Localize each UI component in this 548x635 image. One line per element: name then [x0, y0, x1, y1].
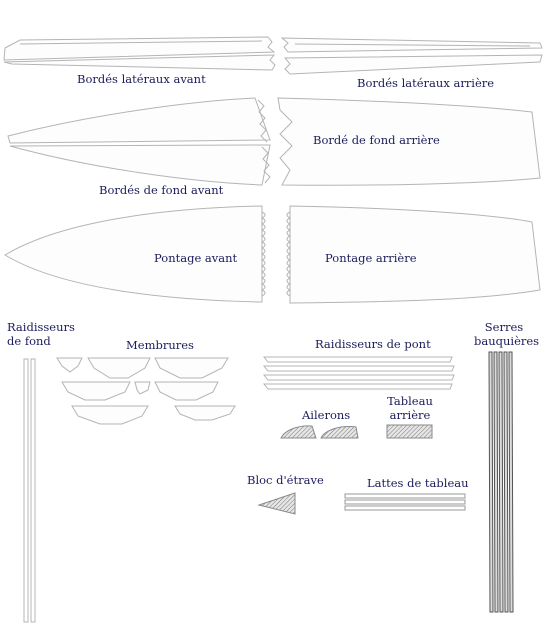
bordes-fond-avant-shape: [7, 97, 271, 186]
label-membrures: Membrures: [126, 338, 194, 352]
label-bordes-fond-avant: Bordés de fond avant: [99, 183, 224, 197]
ailerons-shape: [280, 425, 359, 439]
pontage-arriere-shape: [286, 205, 541, 304]
tableau-arriere-shape: [386, 424, 433, 439]
label-bordes-lateraux-arriere: Bordés latéraux arrière: [357, 76, 495, 90]
label-pontage-avant: Pontage avant: [154, 251, 238, 265]
label-tableau-line1: Tableau: [387, 394, 433, 408]
bordes-lateraux-avant-shape: [3, 36, 276, 71]
bordes-lateraux-arriere-shape: [280, 37, 543, 75]
label-raidisseurs-fond-line1: Raidisseurs: [7, 320, 75, 334]
label-pontage-arriere: Pontage arrière: [325, 251, 417, 265]
borde-fond-arriere-shape: [277, 97, 541, 186]
serres-bauquieres-shape: [488, 351, 514, 613]
label-raidisseurs-fond: Raidisseurs de fond: [7, 320, 75, 348]
label-tableau-line2: arrière: [389, 408, 431, 422]
label-bordes-lateraux-avant: Bordés latéraux avant: [77, 72, 206, 86]
label-tableau-arriere: Tableau arrière: [382, 394, 438, 422]
label-ailerons: Ailerons: [302, 408, 351, 422]
raidisseurs-fond-shape: [23, 358, 36, 623]
label-serres-line1: Serres: [484, 320, 524, 334]
label-raidisseurs-fond-line2: de fond: [7, 334, 51, 348]
membrures-shape: [56, 357, 236, 425]
raidisseurs-pont-shape: [262, 356, 455, 390]
pontage-avant-shape: [4, 205, 266, 303]
bloc-etrave-shape: [257, 492, 296, 515]
label-lattes-tableau: Lattes de tableau: [367, 476, 469, 490]
label-bloc-etrave: Bloc d'étrave: [247, 473, 324, 487]
label-raidisseurs-pont: Raidisseurs de pont: [315, 337, 431, 351]
label-serres-line2: bauquières: [474, 334, 540, 348]
lattes-tableau-shape: [344, 493, 466, 511]
label-serres-bauquieres: Serres bauquières: [474, 320, 540, 348]
label-borde-fond-arriere: Bordé de fond arrière: [313, 133, 440, 147]
